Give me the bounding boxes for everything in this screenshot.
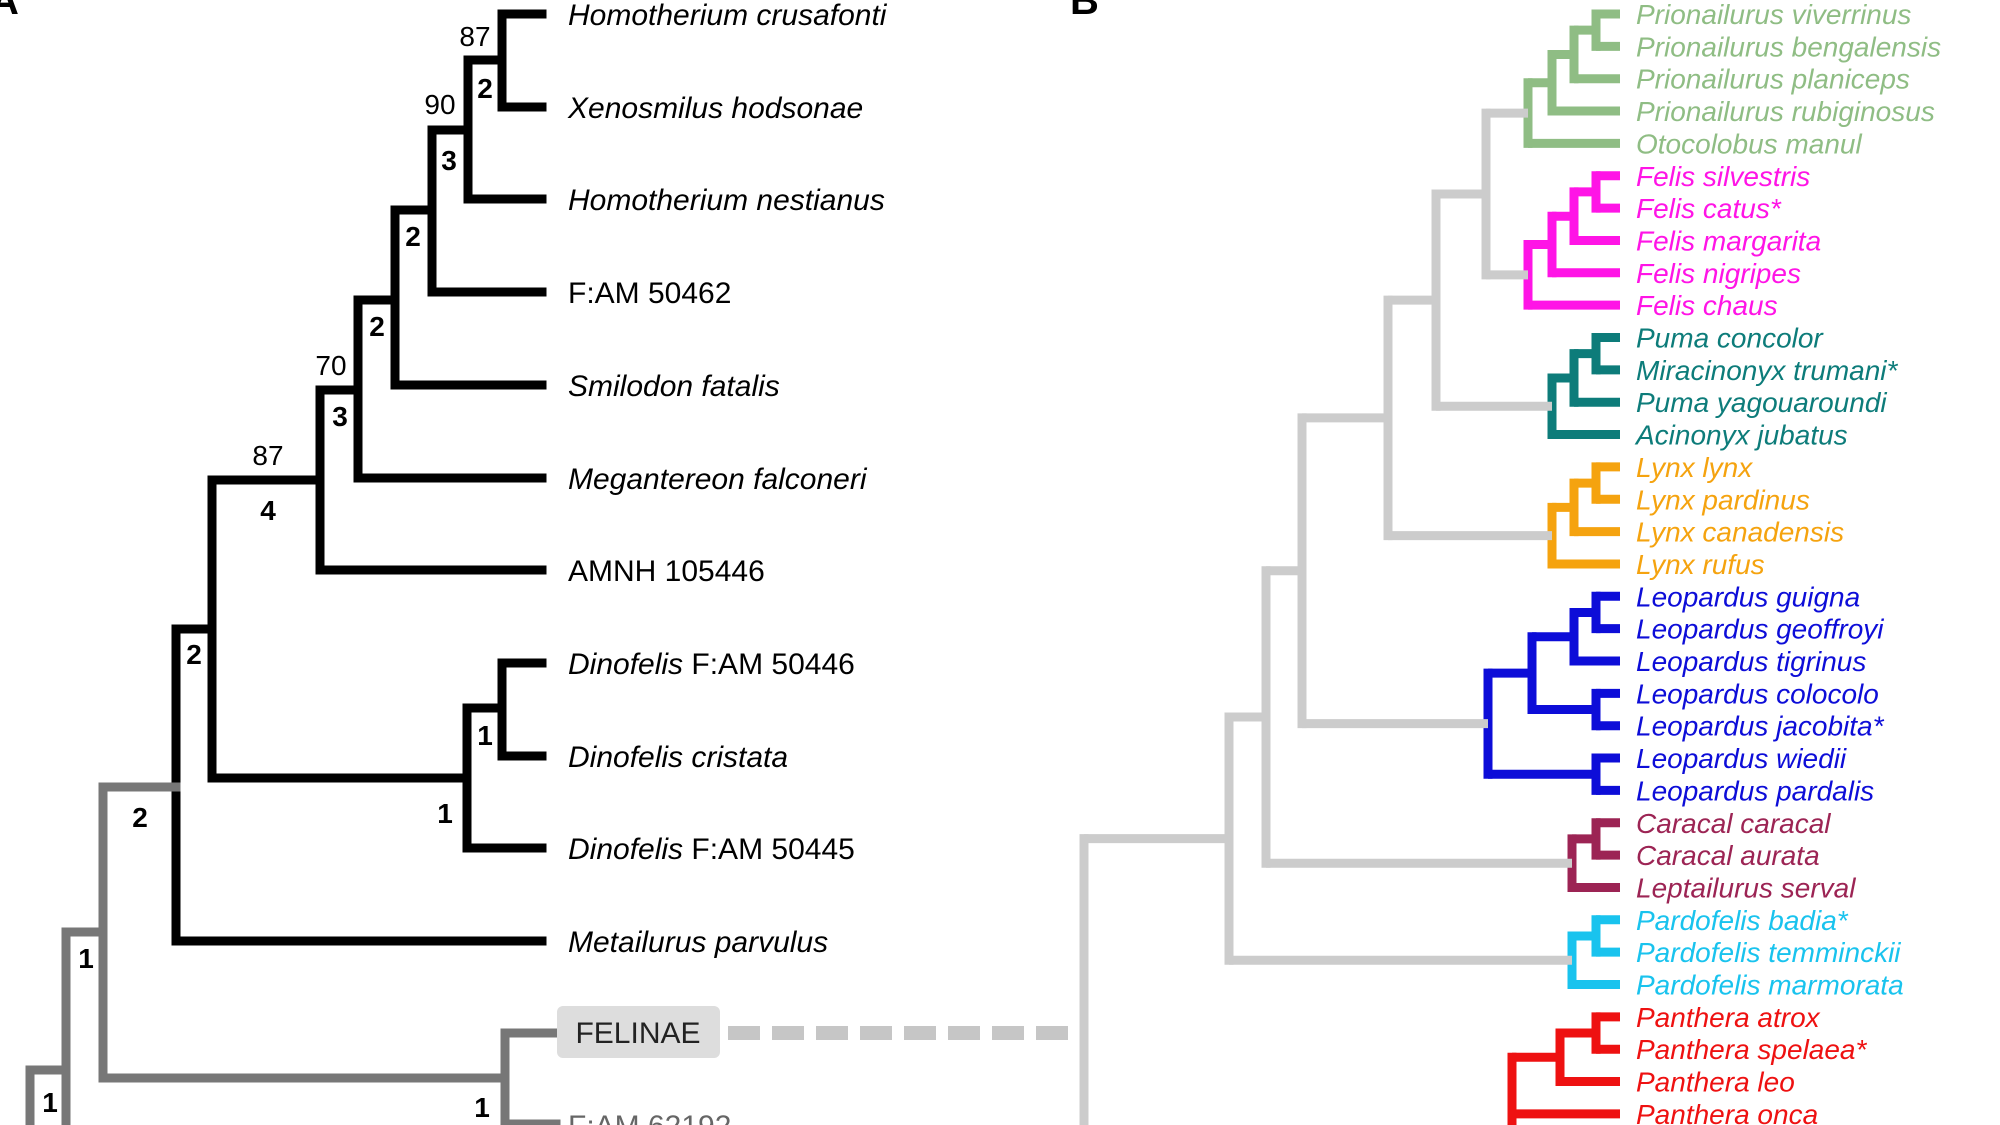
branch-dinofelis-node (462, 703, 547, 853)
taxon-genus: Dinofelis (568, 648, 683, 681)
taxon-label-b: Pardofelis temminckii (1636, 937, 1901, 968)
taxon-genus: Homotherium nestianus (568, 184, 885, 217)
taxon-label-b: Leopardus guigna (1636, 581, 1860, 612)
taxon-label-b: Lynx rufus (1636, 549, 1765, 580)
support-value: 90 (424, 89, 455, 120)
taxon-label-b: Otocolobus manul (1636, 128, 1862, 159)
taxon-genus: Smilodon fatalis (568, 370, 780, 403)
taxon-genus: Xenosmilus hodsonae (567, 92, 863, 125)
bremer-value: 2 (405, 221, 421, 252)
branch-dinofelis-pair (497, 658, 547, 761)
taxon-label-b: Leopardus wiedii (1636, 743, 1847, 774)
support-value: 87 (252, 440, 283, 471)
taxon-specimen: F:AM 62192 (568, 1110, 731, 1125)
taxon-label-b: Lynx lynx (1636, 452, 1753, 483)
tree-b (1079, 9, 1620, 1125)
bremer-value: 1 (78, 943, 94, 974)
taxon-label-b: Leptailurus serval (1636, 872, 1856, 903)
taxon-label-b: Felis margarita (1636, 225, 1821, 256)
taxon-label-a: Metailurus parvulus (568, 926, 828, 959)
taxon-label-b: Panthera spelaea* (1636, 1034, 1868, 1065)
taxon-label-a: Megantereon falconeri (568, 463, 868, 496)
taxon-specimen: F:AM 50462 (568, 277, 731, 310)
bremer-value: 2 (186, 639, 202, 670)
felinae-box (557, 1006, 720, 1058)
taxon-label-b: Pardofelis badia* (1636, 905, 1849, 936)
support-value: 70 (315, 350, 346, 381)
taxon-genus: Homotherium crusafonti (568, 0, 888, 32)
taxon-genus: Metailurus parvulus (568, 926, 828, 959)
bremer-value: 3 (441, 145, 457, 176)
support-value: 87 (459, 21, 490, 52)
taxon-label-a: AMNH 105446 (568, 555, 765, 588)
taxon-label-b: Panthera leo (1636, 1067, 1795, 1098)
taxon-label-b: Lynx pardinus (1636, 484, 1810, 515)
taxon-specimen: F:AM 50445 (683, 833, 855, 866)
branch-basal-1b (25, 1065, 71, 1125)
branch-basal-2 (98, 782, 510, 1083)
branch-node-87-to-dinofelis (207, 475, 472, 783)
taxon-label-a: F:AM 62192 (568, 1110, 731, 1125)
taxon-label-b: Leopardus tigrinus (1636, 646, 1866, 677)
taxon-label-b: Lynx canadensis (1636, 517, 1844, 548)
taxon-specimen: F:AM 50446 (683, 648, 855, 681)
taxon-label-b: Prionailurus rubiginosus (1636, 96, 1935, 127)
taxon-genus: Dinofelis cristata (568, 741, 788, 774)
felinae-label: FELINAE (575, 1017, 700, 1050)
branch-metailurus (171, 624, 547, 946)
taxon-label-a: Homotherium crusafonti (568, 0, 888, 32)
taxon-label-b: Leopardus geoffroyi (1636, 614, 1884, 645)
taxon-label-b: Felis chaus (1636, 290, 1778, 321)
bremer-value: 1 (474, 1092, 490, 1123)
bremer-value: 1 (477, 720, 493, 751)
taxon-label-b: Leopardus pardalis (1636, 775, 1874, 806)
taxon-label-b: Felis catus* (1636, 193, 1782, 224)
taxon-label-b: Prionailurus bengalensis (1636, 31, 1941, 62)
taxon-label-a: Dinofelis F:AM 50445 (568, 833, 855, 866)
taxon-genus: Megantereon falconeri (568, 463, 868, 496)
taxon-specimen: AMNH 105446 (568, 555, 765, 588)
taxon-label-b: Leopardus jacobita* (1636, 711, 1885, 742)
taxon-label-b: Puma yagouaroundi (1636, 387, 1887, 418)
bremer-value: 3 (332, 401, 348, 432)
bremer-value: 2 (477, 73, 493, 104)
taxon-label-a: Xenosmilus hodsonae (567, 92, 863, 125)
taxon-label-b: Miracinonyx trumani* (1636, 355, 1899, 386)
bremer-value: 4 (260, 495, 276, 526)
taxon-label-b: Caracal caracal (1636, 808, 1831, 839)
taxon-label-b: Prionailurus planiceps (1636, 64, 1910, 95)
tree-a (25, 9, 1082, 1125)
branch-homotherium-xenosmilus (497, 9, 547, 112)
taxon-label-a: Smilodon fatalis (568, 370, 780, 403)
taxon-label-b: Felis silvestris (1636, 161, 1810, 192)
bremer-value: 2 (132, 802, 148, 833)
taxon-label-b: Caracal aurata (1636, 840, 1820, 871)
taxon-label-b: Leopardus colocolo (1636, 678, 1879, 709)
taxon-label-a: Dinofelis F:AM 50446 (568, 648, 855, 681)
bremer-value: 1 (42, 1087, 58, 1118)
taxon-genus: Dinofelis (568, 833, 683, 866)
bremer-value: 1 (437, 798, 453, 829)
taxon-label-b: Felis nigripes (1636, 258, 1801, 289)
taxon-label-b: Panthera onca (1636, 1099, 1818, 1125)
panel-label-b: B (1070, 0, 1099, 23)
branch-basal-1a (61, 927, 108, 1125)
bremer-value: 2 (369, 311, 385, 342)
taxon-label-b: Pardofelis marmorata (1636, 970, 1904, 1001)
taxon-label-b: Prionailurus viverrinus (1636, 0, 1911, 30)
taxon-label-b: Puma concolor (1636, 323, 1824, 354)
taxon-label-a: Homotherium nestianus (568, 184, 885, 217)
taxon-label-a: F:AM 50462 (568, 277, 731, 310)
taxon-label-a: Dinofelis cristata (568, 741, 788, 774)
taxon-label-b: Panthera atrox (1636, 1002, 1821, 1033)
tree-a-labels: A B FELINAE Homotherium crusafontiXenosmilu… (0, 0, 1099, 1125)
taxon-label-b: Acinonyx jubatus (1634, 420, 1848, 451)
panel-label-a: A (0, 0, 19, 23)
